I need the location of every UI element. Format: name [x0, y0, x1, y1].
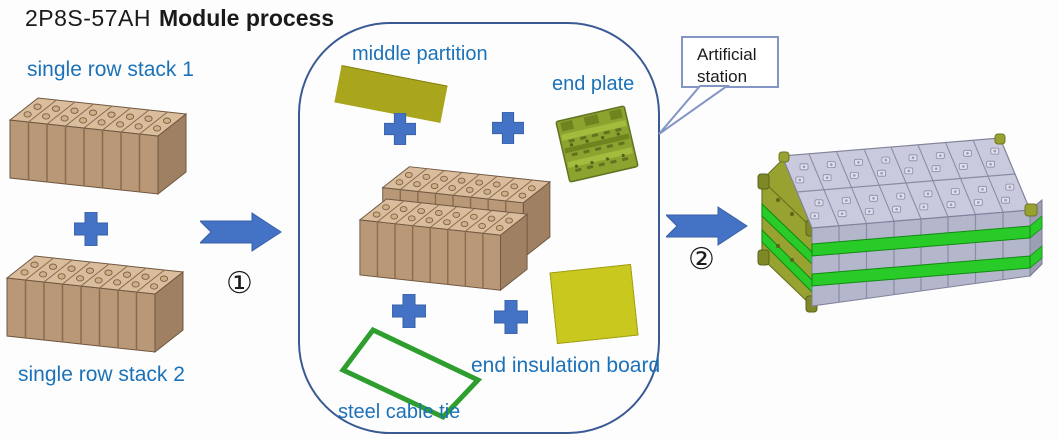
block-arrow-right-icon-1: [200, 212, 282, 252]
label-single-row-stack-1: single row stack 1: [27, 58, 194, 81]
label-single-row-stack-2: single row stack 2: [18, 363, 185, 386]
plus-icon: [74, 212, 108, 246]
label-steel-cable-tie: steel cable tie: [338, 401, 461, 423]
battery-stack-2-image: [5, 250, 185, 360]
title-model-code: 2P8S-57AH: [25, 5, 151, 31]
end-insulation-board-image: [549, 263, 639, 345]
title-process-name: Module process: [158, 5, 335, 31]
label-end-insulation-board: end insulation board: [471, 354, 661, 377]
double-row-stack-image: [358, 161, 558, 309]
artificial-station-boundary: [298, 22, 660, 434]
assembled-module-image: [757, 133, 1043, 313]
battery-stack-1-image: [8, 92, 188, 202]
plus-icon: [494, 300, 528, 334]
steel-cable-tie-image: [339, 326, 483, 421]
artificial-station-callout: Artificial station: [681, 36, 779, 88]
block-arrow-right-icon-2: [666, 206, 748, 246]
plus-icon: [492, 112, 524, 144]
plus-icon: [384, 113, 416, 145]
page-title: 2P8S-57AH Module process: [25, 5, 334, 32]
step-2-badge: ②: [688, 243, 715, 276]
label-end-plate: end plate: [552, 73, 635, 95]
step-1-badge: ①: [226, 267, 253, 300]
callout-tail: [658, 85, 731, 135]
end-plate-image: [555, 105, 639, 183]
label-middle-partition: middle partition: [352, 43, 488, 65]
